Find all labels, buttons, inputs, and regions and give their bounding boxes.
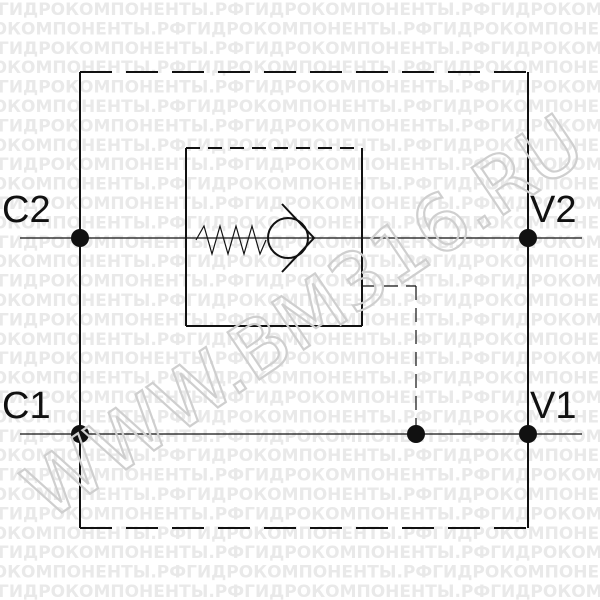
watermark-row: ГИДРОКОМПОНЕНТЫ.РФГИДРОКОМПОНЕНТЫ.РФГИДР… xyxy=(0,504,600,524)
watermark-row: ГИДРОКОМПОНЕНТЫ.РФГИДРОКОМПОНЕНТЫ.РФГИДР… xyxy=(0,78,600,98)
watermark-row: ГИДРОКОМПОНЕНТЫ.РФГИДРОКОМПОНЕНТЫ.РФГИДР… xyxy=(0,155,600,175)
watermark-row: ГИДРОКОМПОНЕНТЫ.РФГИДРОКОМПОНЕНТЫ.РФГИДР… xyxy=(0,233,600,253)
watermark-row: ГИДРОКОМПОНЕНТЫ.РФГИДРОКОМПОНЕНТЫ.РФГИДР… xyxy=(0,427,600,447)
watermark-row: ГИДРОКОМПОНЕНТЫ.РФГИДРОКОМПОНЕНТЫ.РФГИДР… xyxy=(0,330,600,350)
junction-dot-v1 xyxy=(519,425,537,443)
watermark-row: ГИДРОКОМПОНЕНТЫ.РФГИДРОКОМПОНЕНТЫ.РФГИДР… xyxy=(0,175,600,195)
watermark-row: ГИДРОКОМПОНЕНТЫ.РФГИДРОКОМПОНЕНТЫ.РФГИДР… xyxy=(0,388,600,408)
junction-dot-v2 xyxy=(519,229,537,247)
valve-housing-outline xyxy=(79,71,529,529)
junction-dot-c2 xyxy=(71,229,89,247)
check-valve-seat xyxy=(281,203,316,273)
watermark-row: ГИДРОКОМПОНЕНТЫ.РФГИДРОКОМПОНЕНТЫ.РФГИДР… xyxy=(0,194,600,214)
watermark-row: ГИДРОКОМПОНЕНТЫ.РФГИДРОКОМПОНЕНТЫ.РФГИДР… xyxy=(0,19,600,39)
watermark-row: ГИДРОКОМПОНЕНТЫ.РФГИДРОКОМПОНЕНТЫ.РФГИДР… xyxy=(0,58,600,78)
junction-dot-c1 xyxy=(71,425,89,443)
watermark-row: ГИДРОКОМПОНЕНТЫ.РФГИДРОКОМПОНЕНТЫ.РФГИДР… xyxy=(0,369,600,389)
watermark-row: ГИДРОКОМПОНЕНТЫ.РФГИДРОКОМПОНЕНТЫ.РФГИДР… xyxy=(0,252,600,272)
port-label-v2: V2 xyxy=(530,189,576,231)
pilot-line xyxy=(362,285,417,434)
watermark-row: ГИДРОКОМПОНЕНТЫ.РФГИДРОКОМПОНЕНТЫ.РФГИДР… xyxy=(0,39,600,59)
watermark-row: ГИДРОКОМПОНЕНТЫ.РФГИДРОКОМПОНЕНТЫ.РФГИДР… xyxy=(0,563,600,583)
watermark-row: ГИДРОКОМПОНЕНТЫ.РФГИДРОКОМПОНЕНТЫ.РФГИДР… xyxy=(0,272,600,292)
port-label-c2: C2 xyxy=(2,189,51,231)
watermark-row: ГИДРОКОМПОНЕНТЫ.РФГИДРОКОМПОНЕНТЫ.РФГИДР… xyxy=(0,0,600,20)
check-valve-box xyxy=(185,147,363,327)
port-label-v1: V1 xyxy=(530,385,576,427)
spring-symbol xyxy=(195,223,267,257)
watermark-row: ГИДРОКОМПОНЕНТЫ.РФГИДРОКОМПОНЕНТЫ.РФГИДР… xyxy=(0,349,600,369)
watermark-row: ГИДРОКОМПОНЕНТЫ.РФГИДРОКОМПОНЕНТЫ.РФГИДР… xyxy=(0,407,600,427)
watermark-row: ГИДРОКОМПОНЕНТЫ.РФГИДРОКОМПОНЕНТЫ.РФГИДР… xyxy=(0,136,600,156)
junction-dot-pilot xyxy=(407,425,425,443)
watermark-row: ГИДРОКОМПОНЕНТЫ.РФГИДРОКОМПОНЕНТЫ.РФГИДР… xyxy=(0,524,600,544)
watermark-row: ГИДРОКОМПОНЕНТЫ.РФГИДРОКОМПОНЕНТЫ.РФГИДР… xyxy=(0,97,600,117)
watermark-row: ГИДРОКОМПОНЕНТЫ.РФГИДРОКОМПОНЕНТЫ.РФГИДР… xyxy=(0,291,600,311)
watermark-row: ГИДРОКОМПОНЕНТЫ.РФГИДРОКОМПОНЕНТЫ.РФГИДР… xyxy=(0,543,600,563)
check-valve-ball xyxy=(267,217,309,259)
watermark-row: ГИДРОКОМПОНЕНТЫ.РФГИДРОКОМПОНЕНТЫ.РФГИДР… xyxy=(0,466,600,486)
watermark-row: ГИДРОКОМПОНЕНТЫ.РФГИДРОКОМПОНЕНТЫ.РФГИДР… xyxy=(0,446,600,466)
watermark-row: ГИДРОКОМПОНЕНТЫ.РФГИДРОКОМПОНЕНТЫ.РФГИДР… xyxy=(0,116,600,136)
watermark-row: ГИДРОКОМПОНЕНТЫ.РФГИДРОКОМПОНЕНТЫ.РФГИДР… xyxy=(0,485,600,505)
watermark-row: ГИДРОКОМПОНЕНТЫ.РФГИДРОКОМПОНЕНТЫ.РФГИДР… xyxy=(0,582,600,600)
port-label-c1: C1 xyxy=(2,385,51,427)
watermark-row: ГИДРОКОМПОНЕНТЫ.РФГИДРОКОМПОНЕНТЫ.РФГИДР… xyxy=(0,310,600,330)
